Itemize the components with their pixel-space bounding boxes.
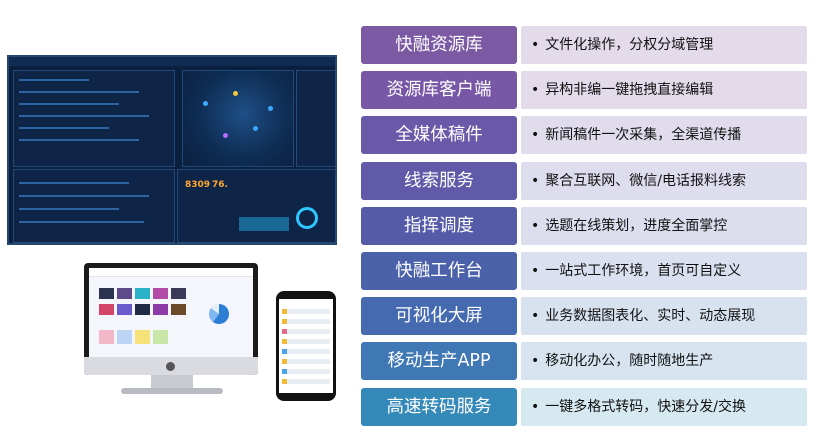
feature-row: 资源库客户端 • 异构非编一键拖拽直接编辑	[361, 71, 807, 109]
dashboard-panel-tasks	[13, 70, 175, 167]
feature-label: 快融工作台	[361, 252, 517, 290]
feature-description: 业务数据图表化、实时、动态展现	[545, 308, 756, 324]
bullet-icon: •	[531, 82, 540, 98]
bullet-icon: •	[531, 308, 540, 324]
dashboard-header	[9, 57, 335, 66]
feature-description: 异构非编一键拖拽直接编辑	[545, 82, 714, 98]
feature-label: 高速转码服务	[361, 388, 517, 426]
feature-description: 一键多格式转码，快速分发/交换	[545, 399, 746, 415]
bullet-icon: •	[531, 173, 540, 189]
feature-row: 高速转码服务 • 一键多格式转码，快速分发/交换	[361, 388, 807, 426]
dashboard-panel-side	[296, 70, 336, 167]
apple-logo-icon	[166, 362, 175, 371]
feature-description: 一站式工作环境，首页可自定义	[545, 263, 742, 279]
feature-label: 线索服务	[361, 162, 517, 200]
feature-description-box: • 移动化办公，随时随地生产	[521, 342, 807, 380]
bullet-icon: •	[531, 127, 540, 143]
feature-description-box: • 选题在线策划，进度全面掌控	[521, 207, 807, 245]
dashboard-stat-a: 8309	[185, 180, 211, 190]
bullet-icon: •	[531, 263, 540, 279]
feature-description: 文件化操作，分权分域管理	[545, 37, 714, 53]
feature-row: 全媒体稿件 • 新闻稿件一次采集，全渠道传播	[361, 116, 807, 154]
feature-row: 快融资源库 • 文件化操作，分权分域管理	[361, 26, 807, 64]
feature-description-box: • 一站式工作环境，首页可自定义	[521, 252, 807, 290]
feature-description-box: • 业务数据图表化、实时、动态展现	[521, 297, 807, 335]
feature-description: 选题在线策划，进度全面掌控	[545, 218, 728, 234]
bullet-icon: •	[531, 399, 540, 415]
feature-description: 新闻稿件一次采集，全渠道传播	[545, 127, 742, 143]
feature-row: 移动生产APP • 移动化办公，随时随地生产	[361, 342, 807, 380]
mobile-phone	[276, 291, 336, 401]
dashboard-panel-production	[13, 169, 175, 243]
mobile-screen	[279, 299, 333, 393]
feature-row: 快融工作台 • 一站式工作环境，首页可自定义	[361, 252, 807, 290]
feature-description-box: • 新闻稿件一次采集，全渠道传播	[521, 116, 807, 154]
feature-row: 指挥调度 • 选题在线策划，进度全面掌控	[361, 207, 807, 245]
bullet-icon: •	[531, 353, 540, 369]
feature-label: 可视化大屏	[361, 297, 517, 335]
feature-row: 线索服务 • 聚合互联网、微信/电话报料线索	[361, 162, 807, 200]
feature-description-box: • 一键多格式转码，快速分发/交换	[521, 388, 807, 426]
feature-label: 指挥调度	[361, 207, 517, 245]
dashboard-ring-gauge	[296, 207, 318, 229]
dashboard-map	[182, 70, 294, 167]
feature-label: 资源库客户端	[361, 71, 517, 109]
feature-description: 移动化办公，随时随地生产	[545, 353, 714, 369]
bullet-icon: •	[531, 37, 540, 53]
feature-description: 聚合互联网、微信/电话报料线索	[545, 173, 746, 189]
feature-row: 可视化大屏 • 业务数据图表化、实时、动态展现	[361, 297, 807, 335]
feature-label: 全媒体稿件	[361, 116, 517, 154]
feature-description-box: • 异构非编一键拖拽直接编辑	[521, 71, 807, 109]
dashboard-wall-screen: 8309 76.	[7, 55, 337, 245]
desktop-monitor	[84, 263, 258, 375]
bullet-icon: •	[531, 218, 540, 234]
feature-description-box: • 文件化操作，分权分域管理	[521, 26, 807, 64]
feature-label: 快融资源库	[361, 26, 517, 64]
feature-description-box: • 聚合互联网、微信/电话报料线索	[521, 162, 807, 200]
desktop-screen	[89, 268, 253, 357]
desktop-pie-chart	[209, 304, 229, 324]
dashboard-stat-b: 76.	[212, 180, 228, 190]
monitor-stand-base	[121, 388, 223, 394]
monitor-stand-neck	[151, 375, 193, 389]
feature-label: 移动生产APP	[361, 342, 517, 380]
